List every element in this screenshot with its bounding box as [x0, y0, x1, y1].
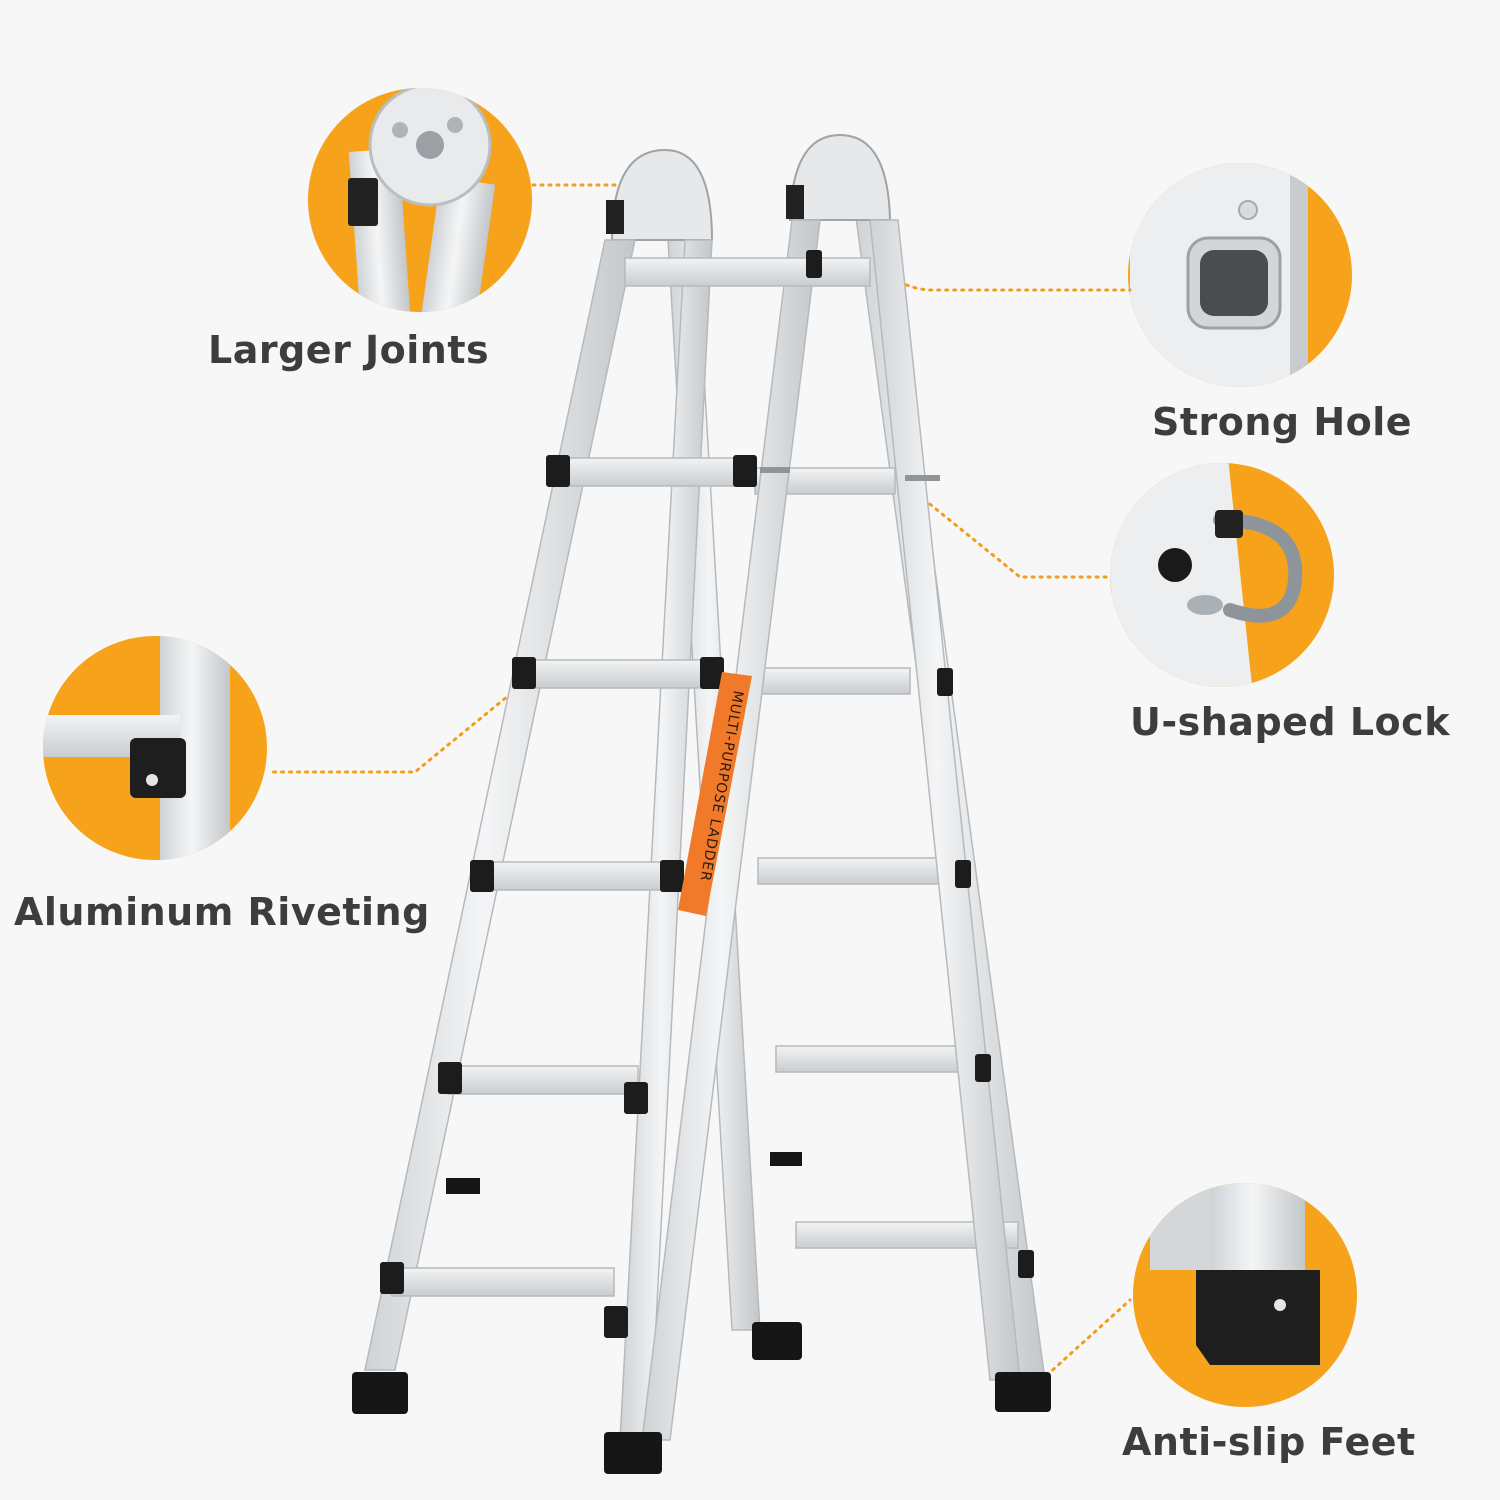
joint-detail-circle — [308, 88, 532, 312]
rung-end-caps — [380, 250, 1034, 1338]
left-top-joint — [610, 148, 714, 241]
rear-rungs — [749, 467, 1019, 1249]
u-shaped-lock-label: U-shaped Lock — [1130, 700, 1450, 744]
rivet-detail-circle — [43, 636, 267, 860]
strong-hole-label: Strong Hole — [1152, 400, 1413, 444]
right-top-joint — [788, 133, 892, 221]
lock-detail-circle — [1110, 463, 1334, 687]
ladder: MULTI-PURPOSE LADDER — [352, 133, 1051, 1474]
front-left-outer-rail — [364, 239, 636, 1371]
front-right-inner-rail — [641, 219, 821, 1441]
front-right-outer-rail — [869, 219, 1021, 1381]
feet-detail-circle — [1133, 1183, 1357, 1407]
ladder-feet — [352, 1152, 1051, 1474]
anti-slip-feet-label: Anti-slip Feet — [1122, 1420, 1416, 1464]
hole-detail-circle — [1128, 163, 1352, 387]
larger-joints-label: Larger Joints — [208, 328, 490, 372]
aluminum-riveting-label: Aluminum Riveting — [14, 890, 430, 934]
front-rungs — [391, 257, 871, 1297]
u-lock-pins — [760, 467, 940, 481]
leader-lines — [266, 183, 1132, 1388]
